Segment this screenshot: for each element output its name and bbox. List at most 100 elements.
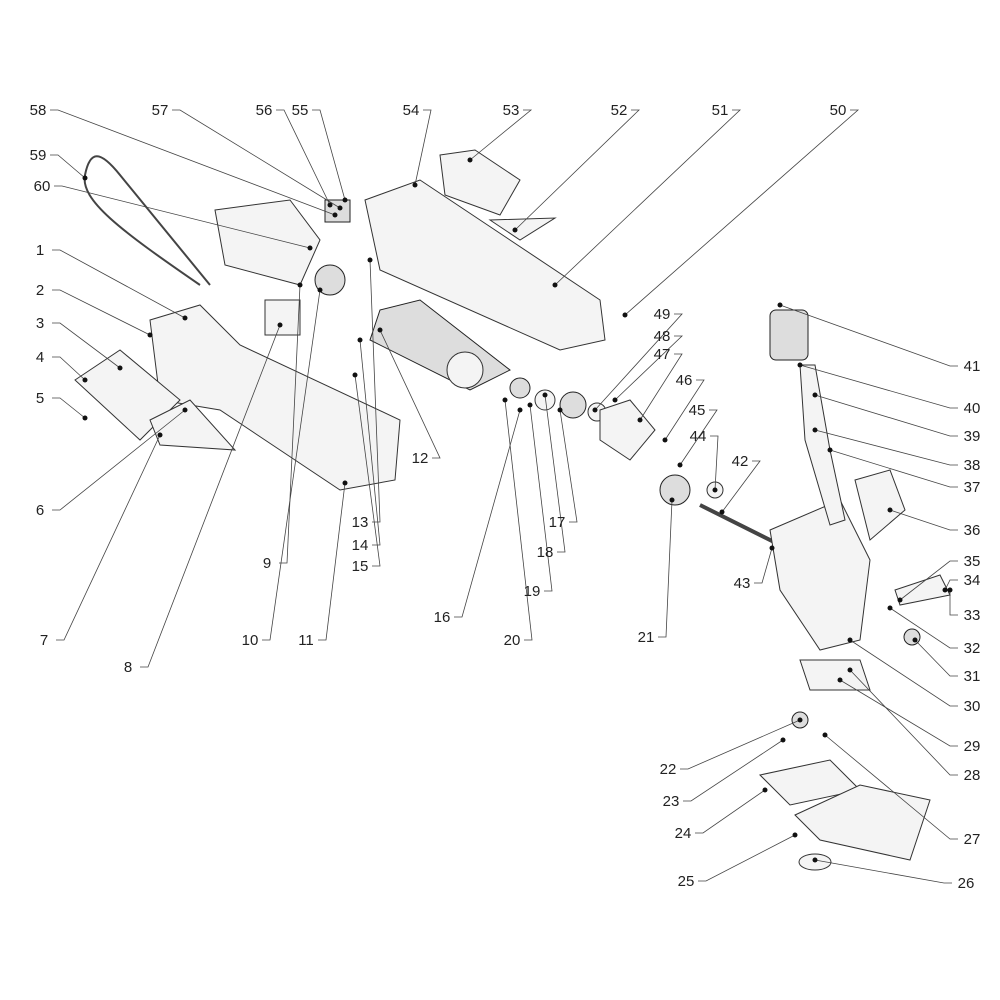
part-label-14: 14 [352, 537, 369, 554]
part-label-1: 1 [36, 242, 44, 259]
leader-line-22 [680, 719, 801, 770]
lever [894, 574, 951, 606]
part-label-25: 25 [678, 873, 695, 890]
leader-line-2 [52, 289, 151, 336]
leader-dot-5 [82, 415, 88, 421]
part-label-42: 42 [732, 453, 749, 470]
part-label-35: 35 [964, 553, 981, 570]
leader-line-23 [683, 739, 784, 802]
leader-dot-41 [777, 302, 783, 308]
leader-line-35 [899, 560, 958, 601]
leader-line-26 [814, 859, 952, 884]
part-label-13: 13 [352, 514, 369, 531]
parts-drawing [74, 149, 951, 871]
leader-dot-6 [182, 407, 188, 413]
leader-dot-2 [147, 332, 153, 338]
guard [854, 469, 906, 541]
leader-line-10 [262, 289, 321, 641]
part-label-6: 6 [36, 502, 44, 519]
part-label-56: 56 [256, 102, 273, 119]
part-label-30: 30 [964, 698, 981, 715]
leader-line-29 [839, 679, 958, 747]
leader-dot-46 [662, 437, 668, 443]
gear-head-housing [769, 499, 871, 651]
leader-dot-21 [669, 497, 675, 503]
part-label-60: 60 [34, 178, 51, 195]
leader-line-53 [469, 109, 533, 161]
leader-line-44 [710, 435, 719, 491]
leader-dot-14 [357, 337, 363, 343]
crank-gear [659, 474, 691, 506]
bracket [799, 659, 871, 691]
leader-dot-48 [612, 397, 618, 403]
leader-dot-56 [327, 202, 333, 208]
part-label-37: 37 [964, 479, 981, 496]
leader-dot-54 [412, 182, 418, 188]
part-label-15: 15 [352, 558, 369, 575]
leader-dot-24 [762, 787, 768, 793]
part-label-41: 41 [964, 358, 981, 375]
part-label-45: 45 [689, 402, 706, 419]
leader-dot-36 [887, 507, 893, 513]
leader-line-43 [754, 547, 773, 584]
leader-line-52 [514, 109, 640, 231]
leader-line-48 [614, 335, 683, 401]
leader-dot-40 [797, 362, 803, 368]
part-label-39: 39 [964, 428, 981, 445]
leader-line-24 [695, 789, 766, 834]
grille-plate [74, 349, 181, 441]
leader-dot-23 [780, 737, 786, 743]
part-label-36: 36 [964, 522, 981, 539]
part-label-4: 4 [36, 349, 44, 366]
leader-dot-33 [947, 587, 953, 593]
leader-line-37 [829, 449, 958, 488]
leader-dot-9 [297, 282, 303, 288]
leader-dot-49 [592, 407, 598, 413]
leader-dot-55 [342, 197, 348, 203]
part-label-8: 8 [124, 659, 132, 676]
leader-dot-16 [517, 407, 523, 413]
part-label-3: 3 [36, 315, 44, 332]
leader-dot-12 [377, 327, 383, 333]
leader-dot-34 [942, 587, 948, 593]
part-label-52: 52 [611, 102, 628, 119]
leader-line-28 [849, 669, 958, 776]
leader-line-25 [698, 834, 796, 882]
part-label-31: 31 [964, 668, 981, 685]
part-label-33: 33 [964, 607, 981, 624]
part-label-5: 5 [36, 390, 44, 407]
leader-dot-10 [317, 287, 323, 293]
main-housing [364, 179, 606, 351]
part-label-32: 32 [964, 640, 981, 657]
leader-line-40 [799, 364, 958, 409]
leader-dot-22 [797, 717, 803, 723]
part-label-2: 2 [36, 282, 44, 299]
side-plate [149, 399, 237, 451]
cover-plate [488, 217, 557, 241]
leader-line-27 [824, 734, 958, 840]
leader-line-59 [50, 154, 86, 179]
bearing-2 [509, 377, 531, 399]
part-label-9: 9 [263, 555, 271, 572]
leader-dot-58 [332, 212, 338, 218]
leader-lines [50, 109, 958, 884]
leader-dot-20 [502, 397, 508, 403]
part-label-12: 12 [412, 450, 429, 467]
power-cord [83, 155, 211, 286]
leader-dot-18 [542, 392, 548, 398]
part-label-59: 59 [30, 147, 47, 164]
leader-dot-30 [847, 637, 853, 643]
leader-dot-28 [847, 667, 853, 673]
leader-dot-43 [769, 545, 775, 551]
part-label-47: 47 [654, 346, 671, 363]
leader-line-32 [889, 607, 958, 649]
leader-dot-17 [557, 407, 563, 413]
left-housing [149, 304, 401, 491]
leader-dot-26 [812, 857, 818, 863]
fan [446, 351, 484, 389]
leader-line-49 [594, 313, 683, 411]
leader-line-6 [52, 409, 186, 511]
leader-line-4 [52, 356, 86, 381]
part-label-16: 16 [434, 609, 451, 626]
leader-line-8 [140, 324, 281, 668]
